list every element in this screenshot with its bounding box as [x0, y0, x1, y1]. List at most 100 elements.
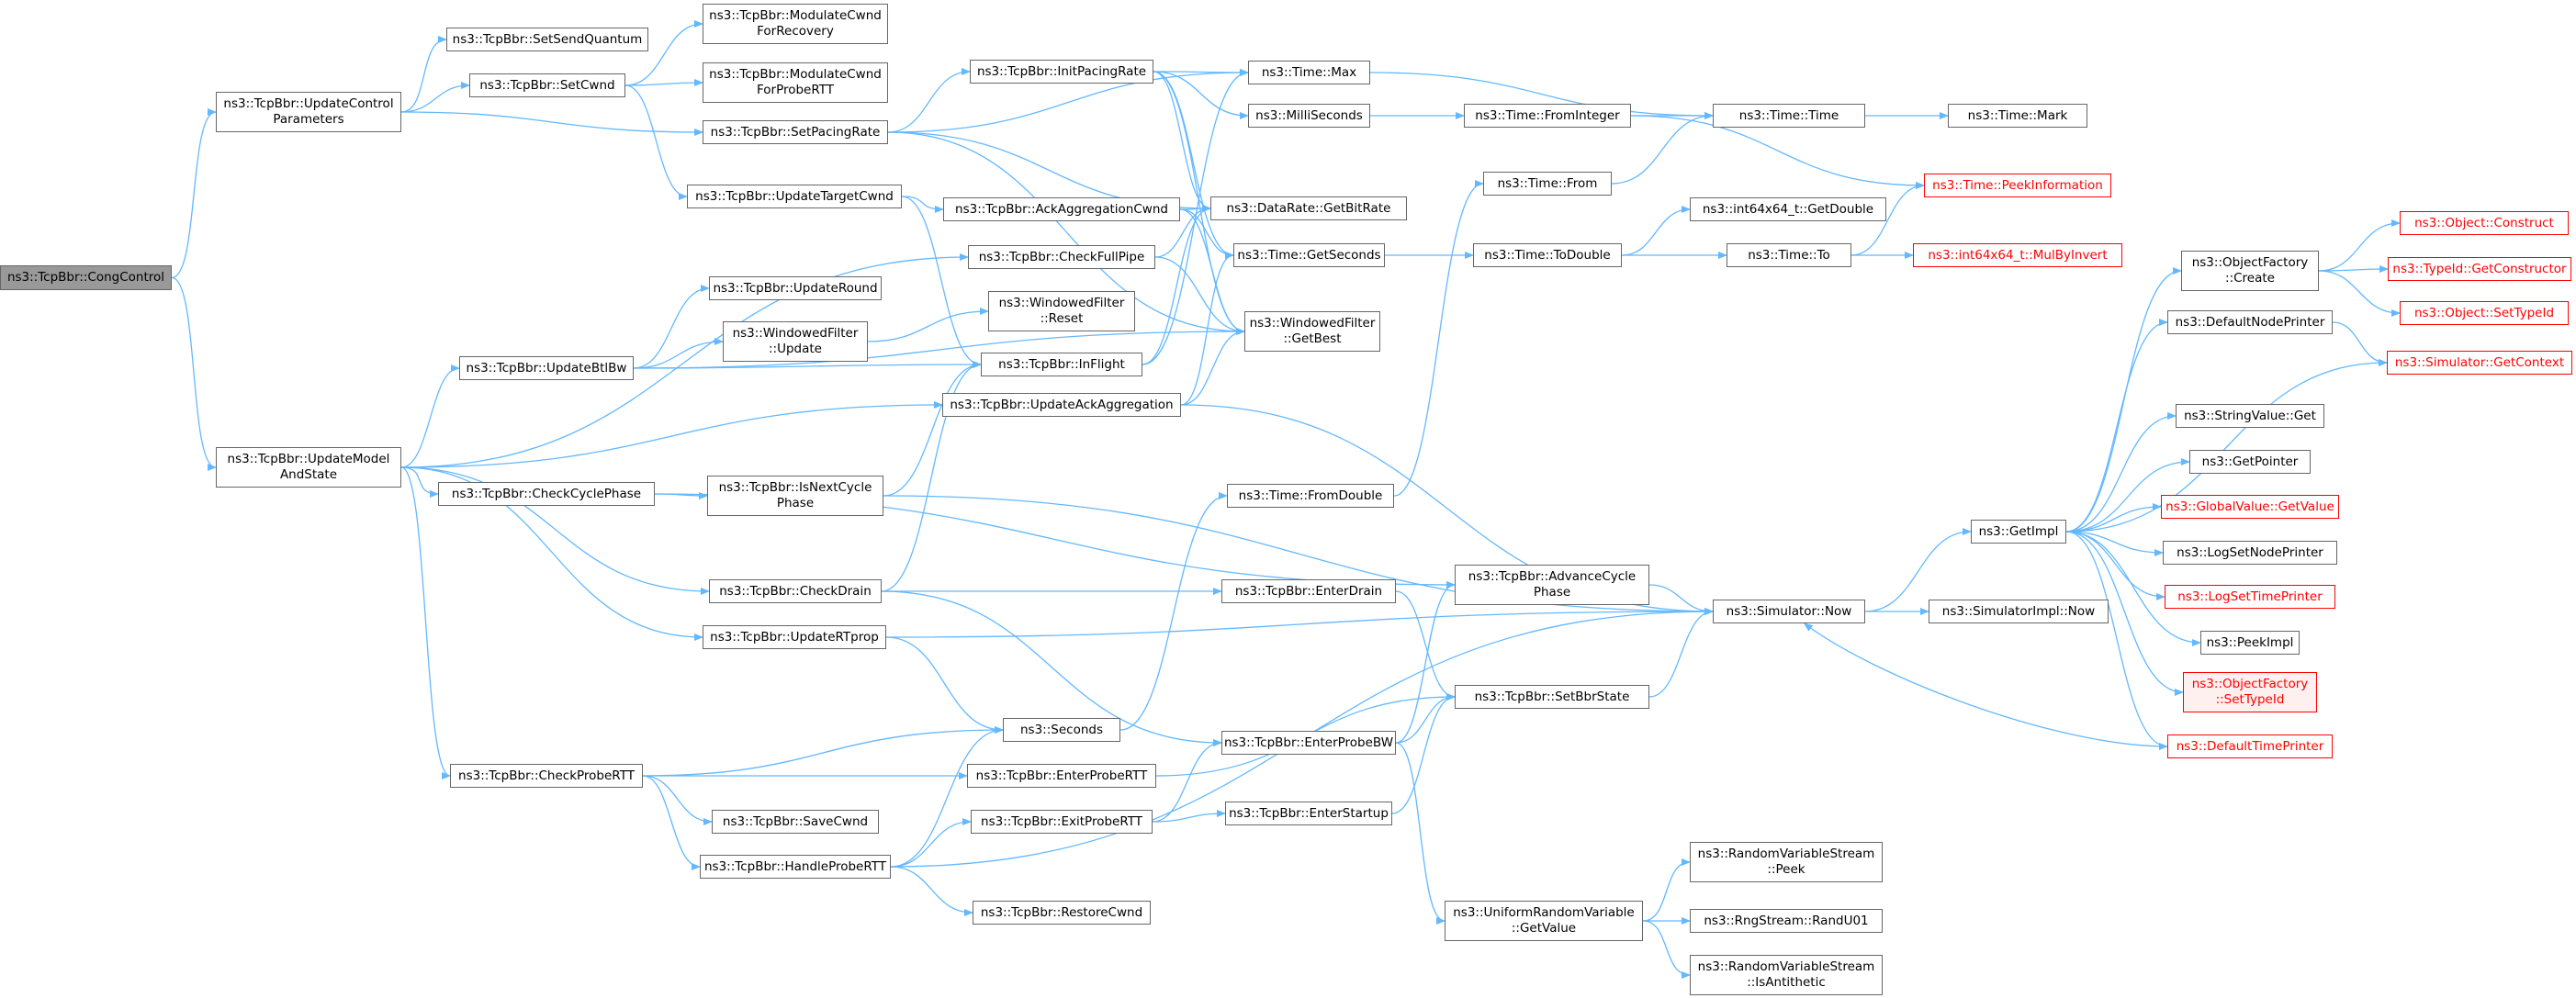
edge-update_rtprop-to-seconds: [885, 636, 1004, 734]
node-check-probertt[interactable]: ns3::TcpBbr::CheckProbeRTT: [450, 764, 643, 788]
node-get-bitrate[interactable]: ns3::DataRate::GetBitRate: [1210, 196, 1407, 220]
edge-update_btlbw-to-wf_get_best: [633, 328, 1245, 369]
edge-update_btlbw-to-wf_update: [633, 338, 724, 369]
node-simulator-now[interactable]: ns3::Simulator::Now: [1713, 600, 1865, 623]
edge-set_cwnd-to-modulate_cwnd_for_recovery: [624, 20, 703, 86]
node-update-control-parameters[interactable]: ns3::TcpBbr::UpdateControl Parameters: [216, 92, 401, 132]
node-update-btlbw[interactable]: ns3::TcpBbr::UpdateBtlBw: [459, 356, 634, 380]
node-restore-cwnd[interactable]: ns3::TcpBbr::RestoreCwnd: [973, 901, 1151, 925]
node-advance-cycle-phase[interactable]: ns3::TcpBbr::AdvanceCycle Phase: [1455, 565, 1649, 605]
node-object-set-typeid[interactable]: ns3::Object::SetTypeId: [2400, 301, 2569, 325]
node-time-max[interactable]: ns3::Time::Max: [1248, 61, 1370, 84]
node-time-time[interactable]: ns3::Time::Time: [1713, 104, 1865, 128]
node-ack-aggregation-cwnd[interactable]: ns3::TcpBbr::AckAggregationCwnd: [943, 197, 1180, 221]
node-exit-probertt[interactable]: ns3::TcpBbr::ExitProbeRTT: [971, 810, 1153, 834]
edge-inflight-to-get_bitrate: [1142, 205, 1211, 365]
node-set-bbr-state[interactable]: ns3::TcpBbr::SetBbrState: [1455, 685, 1649, 709]
node-modulate-cwnd-for-probertt[interactable]: ns3::TcpBbr::ModulateCwnd ForProbeRTT: [703, 62, 888, 103]
node-update-rtprop[interactable]: ns3::TcpBbr::UpdateRTprop: [703, 625, 886, 649]
node-typeid-get-constructor[interactable]: ns3::TypeId::GetConstructor: [2388, 257, 2571, 281]
node-int64-get-double[interactable]: ns3::int64x64_t::GetDouble: [1690, 197, 1886, 221]
edge-get_impl-to-default_node_printer: [2065, 319, 2168, 533]
edge-get_impl-to-simulator_get_context: [2065, 359, 2388, 533]
node-simulator-impl-now[interactable]: ns3::SimulatorImpl::Now: [1929, 600, 2109, 623]
node-modulate-cwnd-for-recovery[interactable]: ns3::TcpBbr::ModulateCwnd ForRecovery: [703, 4, 888, 44]
node-milliseconds[interactable]: ns3::MilliSeconds: [1248, 104, 1370, 128]
node-default-node-printer[interactable]: ns3::DefaultNodePrinter: [2167, 310, 2333, 334]
edge-init_pacing_rate-to-milliseconds: [1153, 71, 1249, 119]
edge-object_factory_create-to-typeid_get_constructor: [2318, 265, 2389, 274]
edge-ack_aggregation_cwnd-to-wf_get_best: [1179, 208, 1245, 335]
node-object-factory-create[interactable]: ns3::ObjectFactory ::Create: [2181, 251, 2319, 291]
node-time-to-double[interactable]: ns3::Time::ToDouble: [1473, 243, 1622, 267]
node-handle-probertt[interactable]: ns3::TcpBbr::HandleProbeRTT: [700, 855, 891, 879]
node-check-cycle-phase[interactable]: ns3::TcpBbr::CheckCyclePhase: [438, 482, 655, 506]
node-get-pointer[interactable]: ns3::GetPointer: [2189, 450, 2311, 474]
edge-update_model_and_state-to-check_drain: [400, 466, 710, 595]
node-rvs-peek[interactable]: ns3::RandomVariableStream ::Peek: [1690, 842, 1883, 882]
edge-is_next_cycle_phase-to-inflight: [883, 361, 982, 497]
node-rand-u01[interactable]: ns3::RngStream::RandU01: [1690, 909, 1883, 933]
node-set-pacing-rate[interactable]: ns3::TcpBbr::SetPacingRate: [703, 120, 888, 144]
node-peek-impl[interactable]: ns3::PeekImpl: [2200, 631, 2300, 655]
node-default-time-printer[interactable]: ns3::DefaultTimePrinter: [2167, 734, 2333, 758]
node-seconds[interactable]: ns3::Seconds: [1003, 718, 1120, 742]
node-save-cwnd[interactable]: ns3::TcpBbr::SaveCwnd: [712, 810, 879, 834]
edge-advance_cycle_phase-to-simulator_now: [1648, 584, 1714, 615]
node-log-set-node-printer[interactable]: ns3::LogSetNodePrinter: [2163, 541, 2337, 565]
edge-exit_probertt-to-enter_probebw: [1152, 739, 1222, 823]
node-time-get-seconds[interactable]: ns3::Time::GetSeconds: [1233, 243, 1385, 267]
edge-check_probertt-to-handle_probertt: [642, 775, 701, 870]
edge-update_control_parameters-to-set_cwnd: [400, 82, 470, 113]
edge-enter_probebw-to-set_bbr_state: [1395, 693, 1456, 744]
edge-object_factory_create-to-object_construct: [2318, 219, 2401, 272]
node-log-set-time-printer[interactable]: ns3::LogSetTimePrinter: [2165, 585, 2335, 609]
edge-time_max-to-time_time: [1369, 72, 1714, 119]
node-update-model-and-state[interactable]: ns3::TcpBbr::UpdateModel AndState: [216, 447, 401, 488]
edge-uniform_get_value-to-is_antithetic: [1642, 920, 1691, 979]
node-mul-by-invert[interactable]: ns3::int64x64_t::MulByInvert: [1913, 243, 2122, 267]
node-init-pacing-rate[interactable]: ns3::TcpBbr::InitPacingRate: [970, 60, 1153, 84]
node-inflight[interactable]: ns3::TcpBbr::InFlight: [981, 353, 1142, 376]
edge-congcontrol-to-update_control_parameters: [171, 108, 217, 279]
node-simulator-get-context[interactable]: ns3::Simulator::GetContext: [2387, 351, 2572, 375]
node-update-ack-aggregation[interactable]: ns3::TcpBbr::UpdateAckAggregation: [942, 393, 1181, 417]
node-enter-probebw[interactable]: ns3::TcpBbr::EnterProbeBW: [1221, 731, 1396, 755]
node-time-mark[interactable]: ns3::Time::Mark: [1948, 104, 2087, 128]
node-time-to[interactable]: ns3::Time::To: [1727, 243, 1851, 267]
node-is-antithetic[interactable]: ns3::RandomVariableStream ::IsAntithetic: [1690, 955, 1883, 995]
edge-time_from-to-time_time: [1611, 112, 1714, 185]
edge-exit_probertt-to-enter_startup: [1152, 810, 1226, 823]
node-uniform-get-value[interactable]: ns3::UniformRandomVariable ::GetValue: [1445, 901, 1643, 941]
node-wf-update[interactable]: ns3::WindowedFilter ::Update: [723, 321, 868, 362]
node-object-construct[interactable]: ns3::Object::Construct: [2400, 211, 2569, 235]
edge-update_ack_aggregation-to-wf_get_best: [1180, 328, 1245, 406]
node-object-factory-set-typeid[interactable]: ns3::ObjectFactory ::SetTypeId: [2183, 672, 2317, 712]
node-time-from-double[interactable]: ns3::Time::FromDouble: [1227, 484, 1394, 508]
node-enter-probertt[interactable]: ns3::TcpBbr::EnterProbeRTT: [967, 764, 1156, 788]
node-is-next-cycle-phase[interactable]: ns3::TcpBbr::IsNextCycle Phase: [707, 476, 883, 516]
node-set-cwnd[interactable]: ns3::TcpBbr::SetCwnd: [469, 73, 625, 97]
node-check-drain[interactable]: ns3::TcpBbr::CheckDrain: [709, 579, 882, 603]
edge-check_drain-to-enter_probebw: [881, 590, 1222, 746]
edge-default_node_printer-to-simulator_get_context: [2332, 321, 2388, 366]
node-wf-reset[interactable]: ns3::WindowedFilter ::Reset: [988, 291, 1135, 331]
edge-object_factory_create-to-object_set_typeid: [2318, 270, 2401, 317]
node-update-target-cwnd[interactable]: ns3::TcpBbr::UpdateTargetCwnd: [687, 185, 902, 208]
node-time-from-integer[interactable]: ns3::Time::FromInteger: [1464, 104, 1631, 128]
node-set-send-quantum[interactable]: ns3::TcpBbr::SetSendQuantum: [446, 28, 648, 51]
node-wf-get-best[interactable]: ns3::WindowedFilter ::GetBest: [1244, 311, 1380, 352]
node-string-value-get[interactable]: ns3::StringValue::Get: [2176, 404, 2324, 428]
node-peek-information[interactable]: ns3::Time::PeekInformation: [1924, 174, 2111, 197]
node-enter-startup[interactable]: ns3::TcpBbr::EnterStartup: [1225, 802, 1392, 825]
node-check-full-pipe[interactable]: ns3::TcpBbr::CheckFullPipe: [968, 245, 1155, 269]
node-enter-drain[interactable]: ns3::TcpBbr::EnterDrain: [1221, 579, 1396, 603]
node-get-impl[interactable]: ns3::GetImpl: [1971, 520, 2066, 544]
edge-default_time_printer-to-simulator_now: [1803, 622, 2168, 747]
node-global-value-get-value[interactable]: ns3::GlobalValue::GetValue: [2161, 495, 2339, 519]
edge-seconds-to-time_from_double: [1119, 492, 1228, 731]
node-update-round[interactable]: ns3::TcpBbr::UpdateRound: [709, 276, 882, 300]
edge-update_ack_aggregation-to-time_get_seconds: [1180, 252, 1234, 406]
node-time-from[interactable]: ns3::Time::From: [1483, 172, 1612, 196]
edge-wf_update-to-wf_reset: [867, 308, 989, 342]
